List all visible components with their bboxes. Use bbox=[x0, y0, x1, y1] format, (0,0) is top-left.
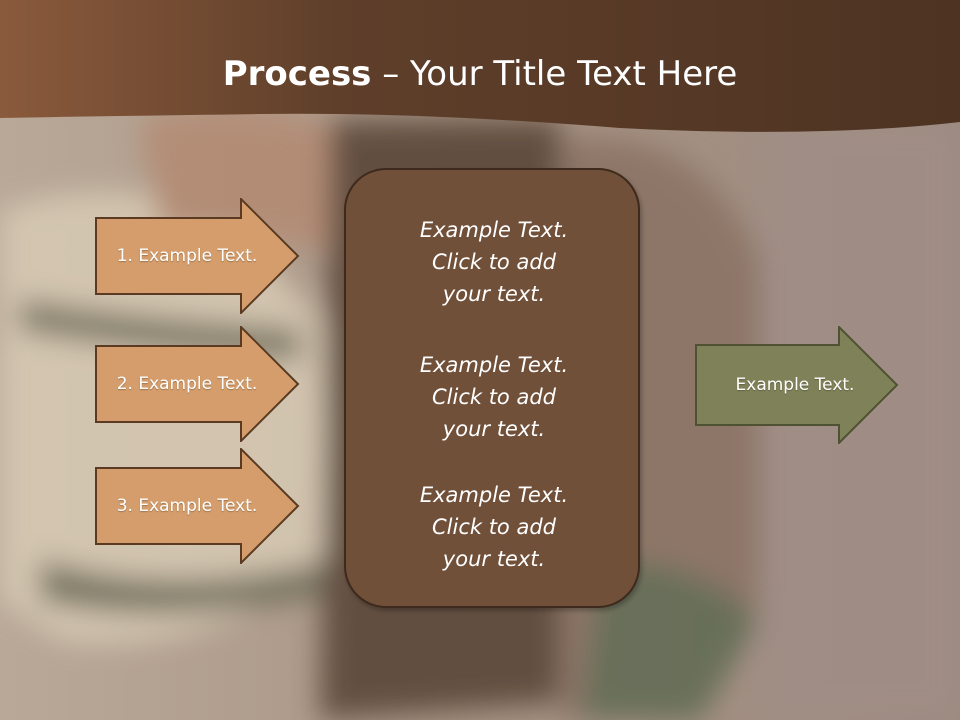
slide-title-bold: Process bbox=[222, 54, 372, 94]
process-box[interactable]: Example Text. Click to add your text. Ex… bbox=[344, 168, 640, 608]
output-arrow[interactable]: Example Text. bbox=[695, 326, 900, 444]
header-band bbox=[0, 0, 960, 132]
slide-title-rest: – Your Title Text Here bbox=[371, 54, 738, 94]
input-arrow-label: 1. Example Text. bbox=[116, 246, 258, 266]
output-arrow-label: Example Text. bbox=[735, 375, 855, 395]
right-arrow-icon bbox=[95, 448, 300, 564]
right-arrow-icon bbox=[95, 198, 300, 314]
right-arrow-icon bbox=[95, 326, 300, 442]
input-arrow-1[interactable]: 1. Example Text. bbox=[95, 198, 300, 314]
input-arrow-3[interactable]: 3. Example Text. bbox=[95, 448, 300, 564]
input-arrow-2[interactable]: 2. Example Text. bbox=[95, 326, 300, 442]
process-text-1: Example Text. Click to add your text. bbox=[419, 218, 569, 306]
right-arrow-icon bbox=[695, 326, 899, 444]
input-arrow-label: 2. Example Text. bbox=[116, 374, 258, 394]
input-arrow-label: 3. Example Text. bbox=[116, 496, 258, 516]
process-text-3: Example Text. Click to add your text. bbox=[419, 483, 569, 571]
process-text-2: Example Text. Click to add your text. bbox=[419, 353, 569, 441]
slide-title: Process – Your Title Text Here bbox=[0, 52, 960, 96]
